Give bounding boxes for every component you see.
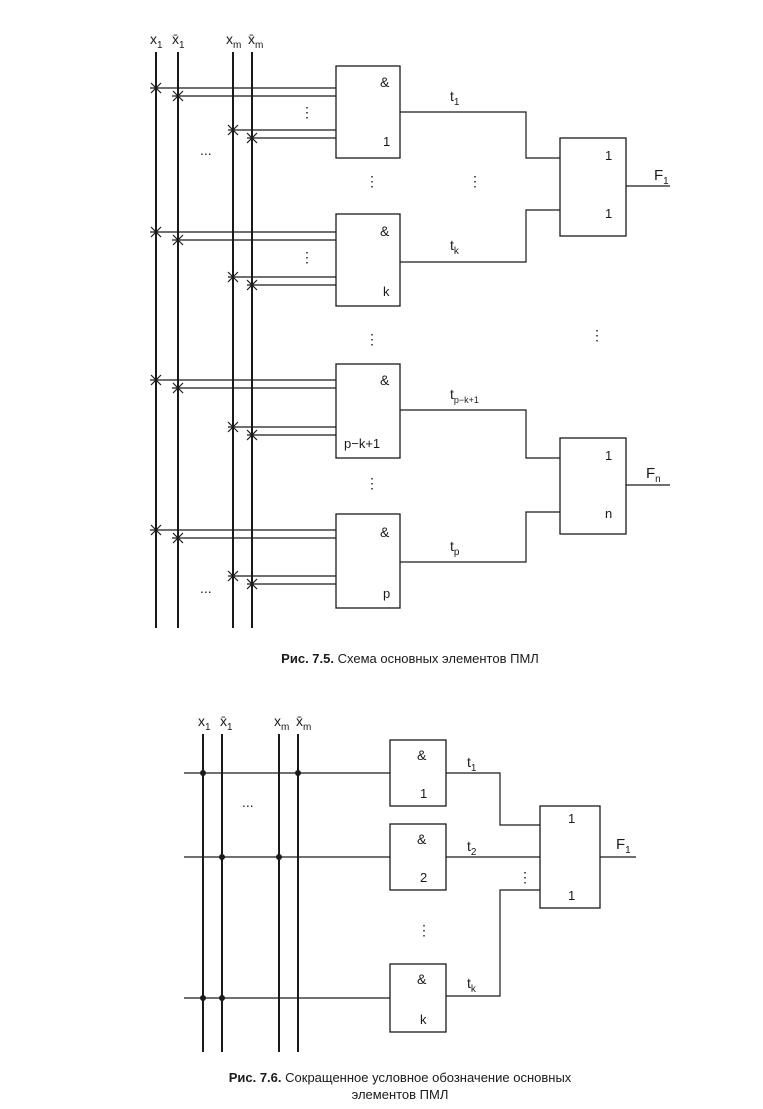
svg-text:&: & — [417, 971, 427, 987]
and-gate-label: p — [383, 586, 390, 601]
or-gate-fn: 1 n Fn — [559, 437, 670, 535]
input-label-x1: x1 — [198, 713, 211, 733]
input-label-xm-inv: x̄m — [248, 31, 263, 51]
input-label-xm: xm — [226, 31, 241, 51]
and-gate-label: k — [383, 284, 390, 299]
caption-number: Рис. 7.6. — [228, 1070, 282, 1085]
svg-text:&: & — [417, 831, 427, 847]
figure-7-5: x1 x̄1 xm x̄m & 1 ⋮ & k ⋮ — [150, 31, 670, 628]
output-label-fn: Fn — [646, 465, 661, 485]
and-symbol: & — [380, 524, 390, 540]
output-label-f1: F1 — [616, 836, 631, 856]
and-gate-1: & 1 ⋮ — [150, 65, 401, 159]
term-label-tk: tk — [467, 975, 477, 995]
caption-text-line2: элементов ПМЛ — [351, 1087, 449, 1102]
caption-text: Сокращенное условное обозначение основны… — [285, 1070, 572, 1085]
or-gate-f1: 1 1 F1 — [539, 805, 636, 909]
figure-7-6-caption: Рис. 7.6. Сокращенное условное обозначен… — [140, 1069, 660, 1103]
input-label-xm: xm — [274, 713, 289, 733]
and-gate-2: & 2 — [389, 823, 447, 891]
vertical-dots: ⋮ — [365, 331, 379, 347]
term-label-tp-k-1: tp−k+1 — [450, 386, 479, 405]
input-label-x1: x1 — [150, 31, 163, 51]
and-gate-1: & 1 — [389, 739, 447, 807]
svg-text:1: 1 — [568, 811, 575, 826]
term-label-tp: tp — [450, 538, 460, 558]
caption-text: Схема основных элементов ПМЛ — [337, 651, 539, 666]
figure-7-5-caption: Рис. 7.5. Схема основных элементов ПМЛ — [150, 651, 670, 666]
connection-dots — [200, 770, 301, 1001]
and-gate-p: & p — [150, 513, 401, 609]
or-gate-f1: 1 1 F1 — [559, 137, 670, 237]
product-term-wires — [446, 772, 540, 997]
term-label-t2: t2 — [467, 838, 477, 858]
vertical-dots: ⋮ — [365, 475, 379, 491]
horizontal-dots: ... — [200, 142, 212, 158]
vertical-dots: ⋮ — [417, 922, 431, 938]
svg-text:2: 2 — [420, 870, 427, 885]
term-label-t1: t1 — [450, 88, 460, 108]
vertical-dots: ⋮ — [590, 327, 604, 343]
vertical-dots: ⋮ — [300, 104, 314, 120]
and-gate-k: & k ⋮ — [150, 213, 401, 307]
input-label-x1-inv: x̄1 — [220, 713, 233, 733]
svg-text:&: & — [417, 747, 427, 763]
svg-text:1: 1 — [605, 448, 612, 463]
and-gate-k: & k — [389, 963, 447, 1033]
svg-text:1: 1 — [420, 786, 427, 801]
and-gate-label: p−k+1 — [344, 436, 380, 451]
figure-7-6: x1 x̄1 xm x̄m ... & 1 & — [184, 713, 636, 1052]
and-symbol: & — [380, 74, 390, 90]
output-label-f1: F1 — [654, 167, 669, 187]
term-label-t1: t1 — [467, 754, 477, 774]
caption-number: Рис. 7.5. — [281, 651, 334, 666]
svg-text:k: k — [420, 1012, 427, 1027]
horizontal-dots: ... — [242, 794, 254, 810]
vertical-dots: ⋮ — [518, 869, 532, 885]
svg-text:n: n — [605, 506, 612, 521]
horizontal-dots: ... — [200, 580, 212, 596]
svg-text:1: 1 — [568, 888, 575, 903]
svg-text:1: 1 — [605, 148, 612, 163]
input-label-x1-inv: x̄1 — [172, 31, 185, 51]
product-term-wires — [400, 111, 560, 563]
svg-text:1: 1 — [605, 206, 612, 221]
term-label-tk: tk — [450, 237, 460, 257]
vertical-dots: ⋮ — [300, 249, 314, 265]
and-gate-label: 1 — [383, 134, 390, 149]
and-gate-p-k-1: & p−k+1 — [150, 363, 401, 459]
and-symbol: & — [380, 223, 390, 239]
vertical-dots: ⋮ — [365, 173, 379, 189]
input-label-xm-inv: x̄m — [296, 713, 311, 733]
and-symbol: & — [380, 372, 390, 388]
vertical-dots: ⋮ — [468, 173, 482, 189]
programmable-connections — [150, 82, 258, 590]
